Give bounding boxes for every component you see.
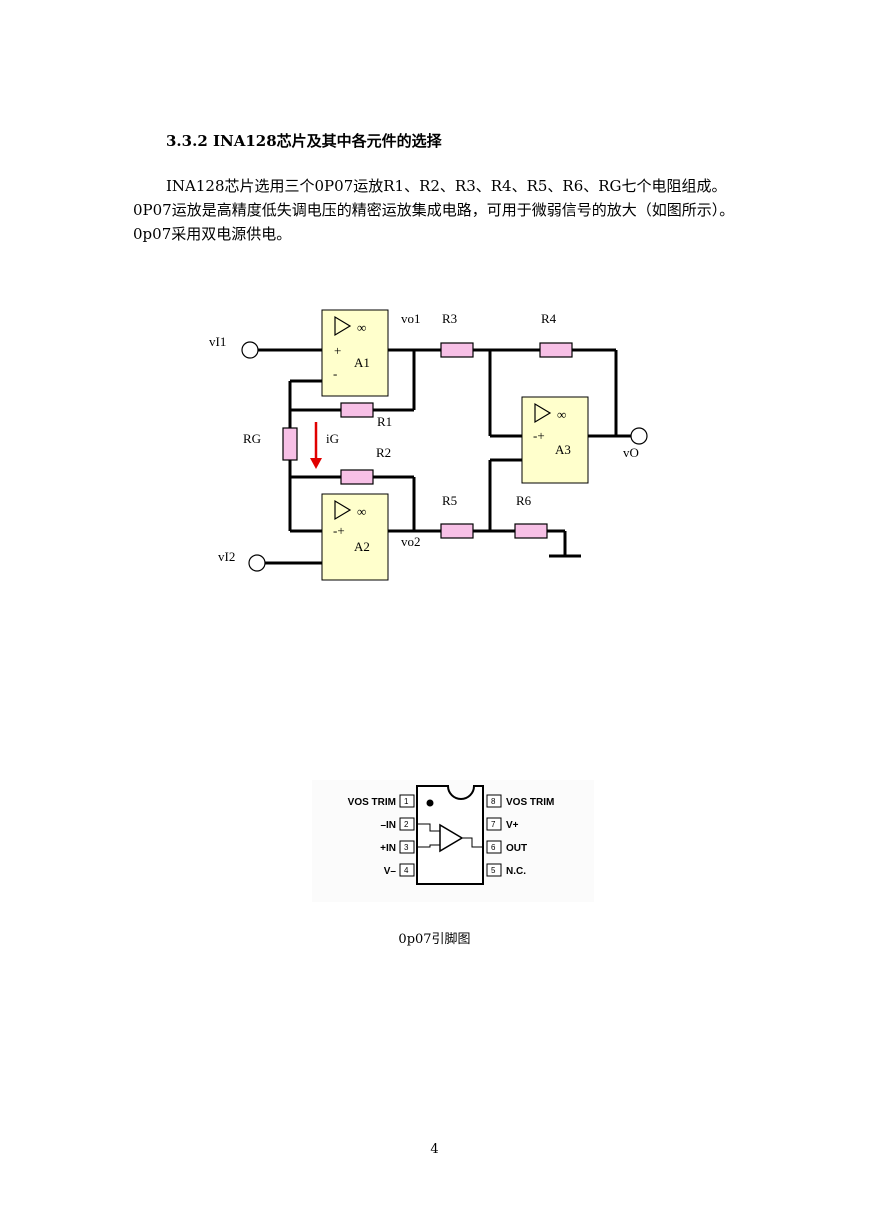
- terminal-vI2: [248, 554, 266, 572]
- pin1-dot-icon: [426, 799, 434, 807]
- svg-text:+: +: [334, 343, 341, 358]
- svg-text:7: 7: [491, 820, 496, 829]
- svg-text:6: 6: [491, 843, 496, 852]
- label-R5: R5: [442, 493, 457, 508]
- svg-text:-+: -+: [333, 523, 345, 538]
- label-vo1: vo1: [401, 311, 421, 326]
- svg-text:–IN: –IN: [380, 820, 396, 831]
- svg-text:3: 3: [404, 843, 409, 852]
- resistor-R6: [514, 523, 548, 539]
- resistor-R1: [340, 402, 374, 418]
- svg-text:-: -: [333, 366, 337, 381]
- label-R1: R1: [377, 414, 392, 429]
- pinout-caption: 0p07引脚图: [398, 932, 471, 947]
- label-vO: vO: [623, 445, 639, 460]
- label-RG: RG: [243, 431, 261, 446]
- op-amp-A3: ∞ -+ A3: [521, 396, 589, 484]
- svg-text:A1: A1: [354, 355, 370, 370]
- svg-text:8: 8: [491, 797, 496, 806]
- svg-text:VOS TRIM: VOS TRIM: [506, 797, 554, 808]
- svg-text:+IN: +IN: [380, 843, 396, 854]
- svg-text:VOS TRIM: VOS TRIM: [348, 797, 396, 808]
- op-amp-A1: ∞ + - A1: [321, 309, 389, 397]
- label-vI1: vI1: [209, 334, 226, 349]
- label-vI2: vI2: [218, 549, 235, 564]
- resistor-R3: [440, 342, 474, 358]
- svg-text:2: 2: [404, 820, 409, 829]
- svg-text:5: 5: [491, 866, 496, 875]
- page-number: 4: [430, 1142, 439, 1157]
- op07-pinout-diagram: 1 2 3 4 8 7 6 5 VOS TRIM –IN +IN V– VOS …: [312, 780, 594, 902]
- resistor-R4: [539, 342, 573, 358]
- resistor-R2: [340, 469, 374, 485]
- label-R6: R6: [516, 493, 532, 508]
- svg-text:∞: ∞: [557, 407, 566, 422]
- svg-text:4: 4: [404, 866, 409, 875]
- svg-text:OUT: OUT: [506, 843, 527, 854]
- svg-text:A2: A2: [354, 539, 370, 554]
- svg-text:∞: ∞: [357, 504, 366, 519]
- current-arrow-icon: [310, 422, 322, 469]
- label-iG: iG: [326, 431, 339, 446]
- paragraph-text: INA128芯片选用三个0P07运放R1、R2、R3、R4、R5、R6、RG七个…: [133, 177, 735, 243]
- resistor-RG: [282, 427, 298, 461]
- section-paragraph: INA128芯片选用三个0P07运放R1、R2、R3、R4、R5、R6、RG七个…: [133, 174, 743, 246]
- terminal-vI1: [241, 341, 259, 359]
- op-amp-symbol-icon: [439, 823, 464, 853]
- resistor-R5: [440, 523, 474, 539]
- svg-text:-+: -+: [533, 428, 545, 443]
- label-R4: R4: [541, 311, 557, 326]
- terminal-vO: [630, 427, 648, 445]
- svg-text:A3: A3: [555, 442, 571, 457]
- label-vo2: vo2: [401, 534, 421, 549]
- svg-text:V+: V+: [506, 820, 519, 831]
- ina128-circuit-diagram: [258, 348, 632, 565]
- section-heading: 3.3.2 INA128芯片及其中各元件的选择: [166, 132, 442, 150]
- svg-text:N.C.: N.C.: [506, 866, 526, 877]
- svg-text:V–: V–: [384, 866, 397, 877]
- op-amp-A2: ∞ -+ A2: [321, 493, 389, 581]
- label-R2: R2: [376, 445, 391, 460]
- svg-text:∞: ∞: [357, 320, 366, 335]
- svg-text:1: 1: [404, 797, 409, 806]
- label-R3: R3: [442, 311, 457, 326]
